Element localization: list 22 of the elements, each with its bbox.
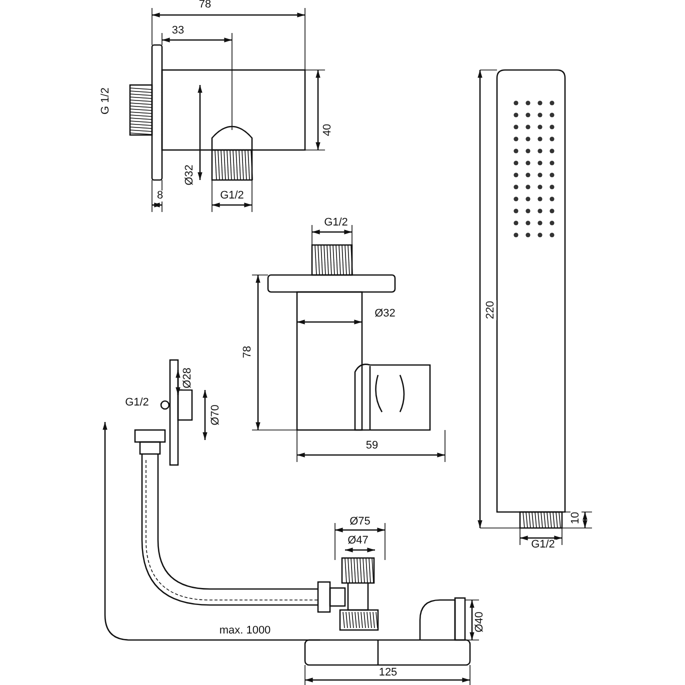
dimension-label: G1/2 bbox=[323, 218, 349, 228]
dimension-label: G 1/2 bbox=[100, 86, 112, 116]
dimension-label: Ø70 bbox=[210, 404, 222, 426]
dimension-label: 125 bbox=[378, 668, 398, 678]
dimension-label: 10 bbox=[570, 510, 582, 526]
dimension-label: Ø47 bbox=[346, 536, 370, 546]
dimension-label: G1/2 bbox=[124, 398, 150, 408]
dimension-label: Ø75 bbox=[348, 516, 372, 528]
dimension-label: Ø32 bbox=[374, 308, 396, 320]
dimension-label: 33 bbox=[170, 26, 186, 36]
dimension-label: 78 bbox=[242, 344, 254, 360]
dimension-label: 78 bbox=[198, 0, 212, 10]
dimension-label: 40 bbox=[322, 122, 334, 138]
dimension-label: max. 1000 bbox=[218, 626, 272, 636]
dimension-label: Ø32 bbox=[184, 164, 196, 186]
dimension-label: 220 bbox=[486, 300, 496, 320]
dimension-label: 8 bbox=[156, 190, 164, 202]
dimension-label: G1/2 bbox=[530, 540, 556, 550]
dimension-label: 59 bbox=[364, 440, 380, 452]
dimension-label: Ø40 bbox=[474, 610, 486, 634]
dimension-label: Ø28 bbox=[182, 366, 194, 390]
dimension-label: G1/2 bbox=[219, 190, 245, 202]
